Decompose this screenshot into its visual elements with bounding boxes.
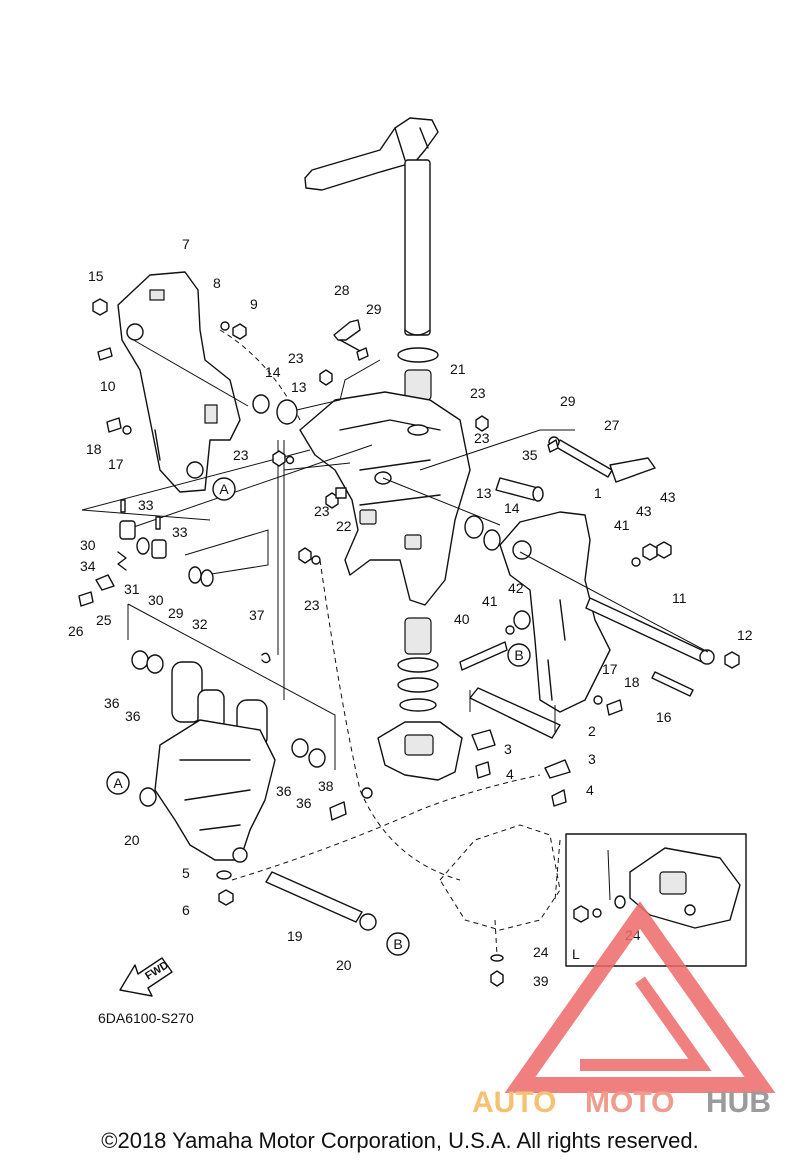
part-label: 11 <box>672 590 687 606</box>
part-label: 2 <box>588 723 596 739</box>
part-label: 17 <box>108 456 124 472</box>
ref-a-lower: A <box>113 775 123 791</box>
part-label: 17 <box>602 661 618 677</box>
part-label: 13 <box>291 379 307 395</box>
part-label: 22 <box>336 518 352 534</box>
part-label: 10 <box>100 378 116 394</box>
part-label: 13 <box>476 485 492 501</box>
part-label: 16 <box>656 709 672 725</box>
part-label: 30 <box>80 537 96 553</box>
watermark-logo: AUTO MOTO HUB <box>472 901 776 1119</box>
part-label: 28 <box>334 282 350 298</box>
steering-arm <box>304 117 439 336</box>
lower-casing <box>439 824 561 931</box>
part-label: 20 <box>124 832 140 848</box>
part-label: 40 <box>454 611 470 627</box>
part-label: 41 <box>482 593 498 609</box>
part-label: 9 <box>250 296 258 312</box>
stern-bracket-right <box>499 511 611 713</box>
ref-b-lower: B <box>393 936 402 952</box>
diagram-code: 6DA6100-S270 <box>98 1010 194 1026</box>
part-label: 33 <box>172 524 188 540</box>
part-label: 29 <box>168 605 184 621</box>
inset-detail <box>565 833 747 967</box>
part-label: 38 <box>318 778 334 794</box>
part-label: 36 <box>125 708 141 724</box>
tilt-rod <box>265 871 377 931</box>
part-label: 23 <box>470 385 486 401</box>
leader-lines <box>81 337 709 770</box>
part-label: 15 <box>88 268 104 284</box>
part-label: 36 <box>276 783 292 799</box>
part-label: 33 <box>138 497 154 513</box>
part-label: 29 <box>560 393 576 409</box>
part-label: 37 <box>249 607 265 623</box>
through-tube <box>585 597 715 665</box>
part-label: 18 <box>86 441 102 457</box>
part-label: 21 <box>450 361 466 377</box>
hardware <box>78 298 740 987</box>
part-label: 34 <box>80 558 96 574</box>
part-label: 41 <box>614 517 630 533</box>
part-label: 27 <box>604 417 620 433</box>
part-label: 7 <box>182 236 190 252</box>
part-label: 3 <box>588 751 596 767</box>
part-label: 4 <box>506 766 514 782</box>
part-label: 23 <box>314 503 330 519</box>
watermark-text-moto: MOTO <box>585 1086 674 1119</box>
part-label: 5 <box>182 865 190 881</box>
part-label: 30 <box>148 592 164 608</box>
watermark-text-auto: AUTO <box>472 1086 556 1119</box>
part-label: 23 <box>474 430 490 446</box>
part-label: 42 <box>508 580 524 596</box>
tube-35 <box>495 477 544 502</box>
connector-lines <box>219 329 541 956</box>
part-label: 32 <box>192 616 208 632</box>
part-label: 39 <box>533 973 549 989</box>
fwd-arrow-icon: FWD <box>119 957 173 997</box>
copyright-notice: ©2018 Yamaha Motor Corporation, U.S.A. A… <box>101 1128 699 1153</box>
part-label: 23 <box>304 597 320 613</box>
part-label: 43 <box>636 503 652 519</box>
ref-b-upper: B <box>514 647 523 663</box>
bracket-28 <box>333 319 363 353</box>
part-label: 36 <box>296 795 312 811</box>
part-label: 23 <box>233 447 249 463</box>
part-label: 24 <box>533 944 549 960</box>
part-label: 14 <box>265 364 281 380</box>
part-label: 8 <box>213 275 221 291</box>
part-label: 19 <box>287 928 303 944</box>
part-label: 20 <box>336 957 352 973</box>
part-label: 3 <box>504 741 512 757</box>
steering-yoke <box>377 721 463 781</box>
part-label: 18 <box>624 674 640 690</box>
part-label: 25 <box>96 612 112 628</box>
part-label: 43 <box>660 489 676 505</box>
part-label: 23 <box>288 350 304 366</box>
stern-bracket-left <box>117 271 241 493</box>
part-label: 35 <box>522 447 538 463</box>
part-label: 4 <box>586 782 594 798</box>
part-number-labels: 1 2 3 3 4 4 5 6 7 8 9 10 11 12 13 13 14 … <box>68 236 753 1026</box>
swivel-bracket <box>299 391 471 606</box>
trim-tilt-unit <box>154 661 276 863</box>
part-label: 29 <box>366 301 382 317</box>
part-label: 36 <box>104 695 120 711</box>
pin-27 <box>548 436 656 483</box>
ref-a-upper: A <box>219 481 229 497</box>
inset-label: L <box>572 946 580 962</box>
part-label: 6 <box>182 902 190 918</box>
part-label: 26 <box>68 623 84 639</box>
reference-markers: A A B B <box>106 477 531 956</box>
part-label: 14 <box>504 500 520 516</box>
part-label: 1 <box>594 485 602 501</box>
part-label: 12 <box>737 627 753 643</box>
watermark-text-hub: HUB <box>706 1086 771 1119</box>
bracket-2 <box>469 687 571 779</box>
part-label: 31 <box>124 581 140 597</box>
